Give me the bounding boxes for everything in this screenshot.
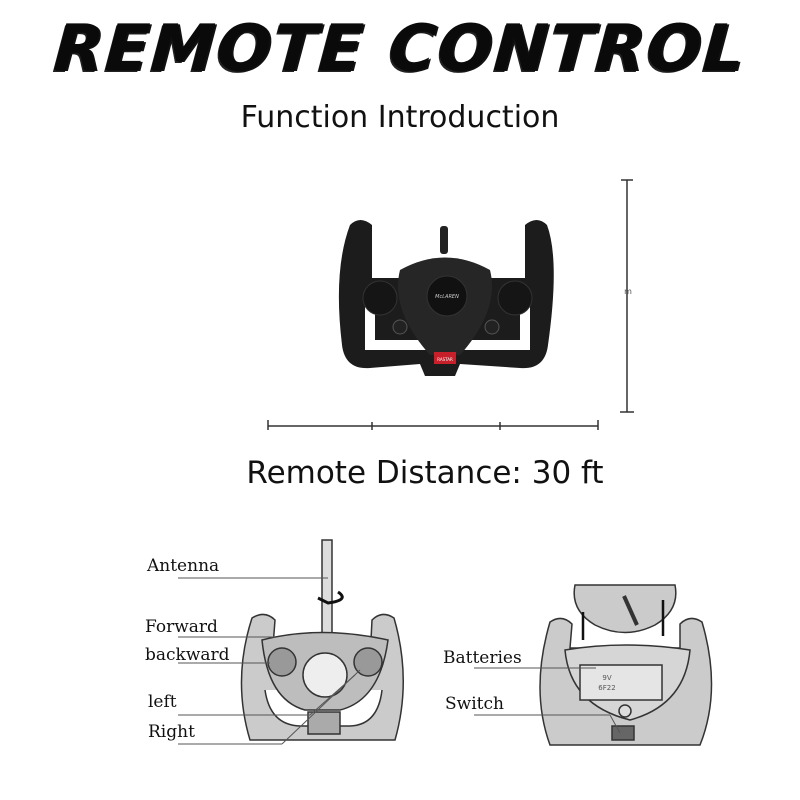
back-diagram: 9V 6F22 [474,584,713,746]
front-diagram [178,539,404,745]
label-switch: Switch [445,694,504,714]
battery-voltage: 9V [602,674,611,682]
page-subtitle: Function Introduction [240,100,560,135]
maker-badge [434,352,456,364]
label-left: left [148,692,177,712]
battery-type: 6F22 [598,684,615,692]
remote-control-photo: McLAREN RASTAR m [267,179,634,430]
label-antenna: Antenna [147,556,220,576]
brand-logo: McLAREN [435,294,459,300]
svg-text:RASTAR: RASTAR [437,357,453,362]
page-title: REMOTE CONTROL [51,12,749,86]
label-batteries: Batteries [443,648,522,668]
center-button [426,275,468,317]
label-right: Right [148,722,195,742]
right-button [497,280,533,316]
width-dimension-line [267,420,599,430]
label-backward: backward [145,645,230,665]
label-forward: Forward [145,617,218,637]
left-button [362,280,398,316]
height-dimension-line [620,179,634,413]
height-marker: m [624,287,632,296]
antenna-icon [440,226,448,254]
remote-distance: Remote Distance: 30 ft [246,455,604,491]
